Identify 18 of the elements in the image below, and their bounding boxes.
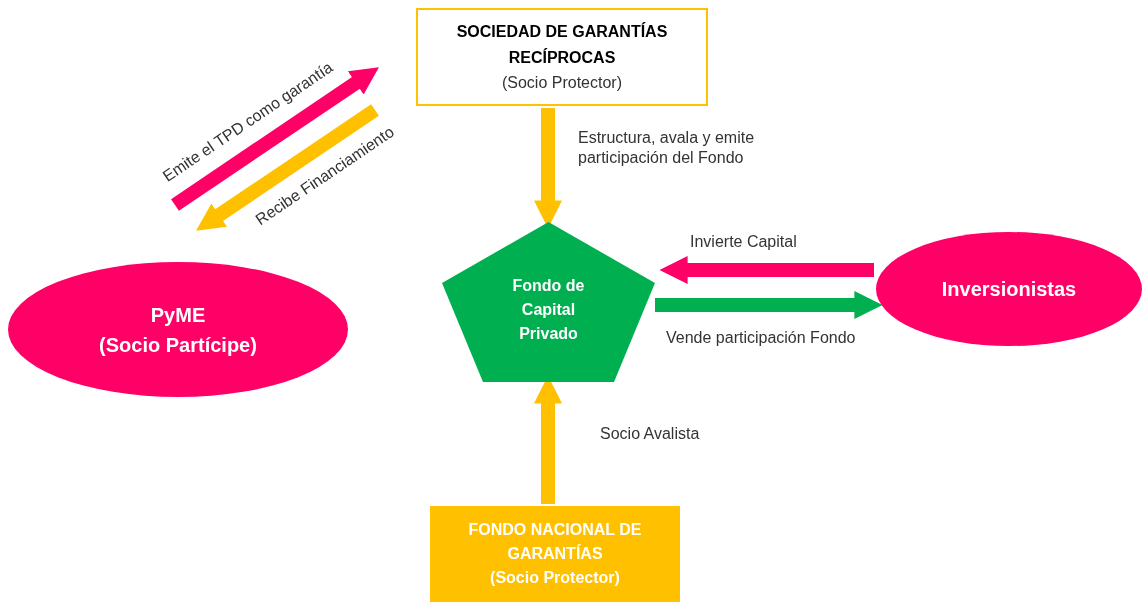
edge-label: Estructura, avala y emite participación del Fondo bbox=[578, 128, 756, 168]
block-arrow bbox=[171, 67, 379, 211]
node-label: (Socio Protector) bbox=[490, 568, 620, 588]
block-arrow bbox=[196, 104, 379, 231]
node-label: (Socio Partícipe) bbox=[99, 332, 257, 358]
node-label: Inversionistas bbox=[941, 277, 1077, 302]
node-label: Fondo de Capital Privado bbox=[511, 276, 586, 344]
block-arrow bbox=[659, 256, 874, 284]
edge-label: Socio Avalista bbox=[600, 424, 701, 444]
outlined-box bbox=[416, 8, 708, 106]
edge-label: Vende participación Fondo bbox=[666, 328, 857, 348]
node-label: FONDO NACIONAL DE GARANTÍAS bbox=[467, 520, 643, 564]
edge-label: Invierte Capital bbox=[690, 232, 798, 252]
filled-box bbox=[430, 506, 680, 602]
node-label: SOCIEDAD DE GARANTÍAS RECÍPROCAS bbox=[455, 21, 669, 68]
node-label: PyME bbox=[150, 302, 206, 328]
block-arrow bbox=[655, 291, 883, 319]
node-label: (Socio Protector) bbox=[501, 73, 622, 93]
